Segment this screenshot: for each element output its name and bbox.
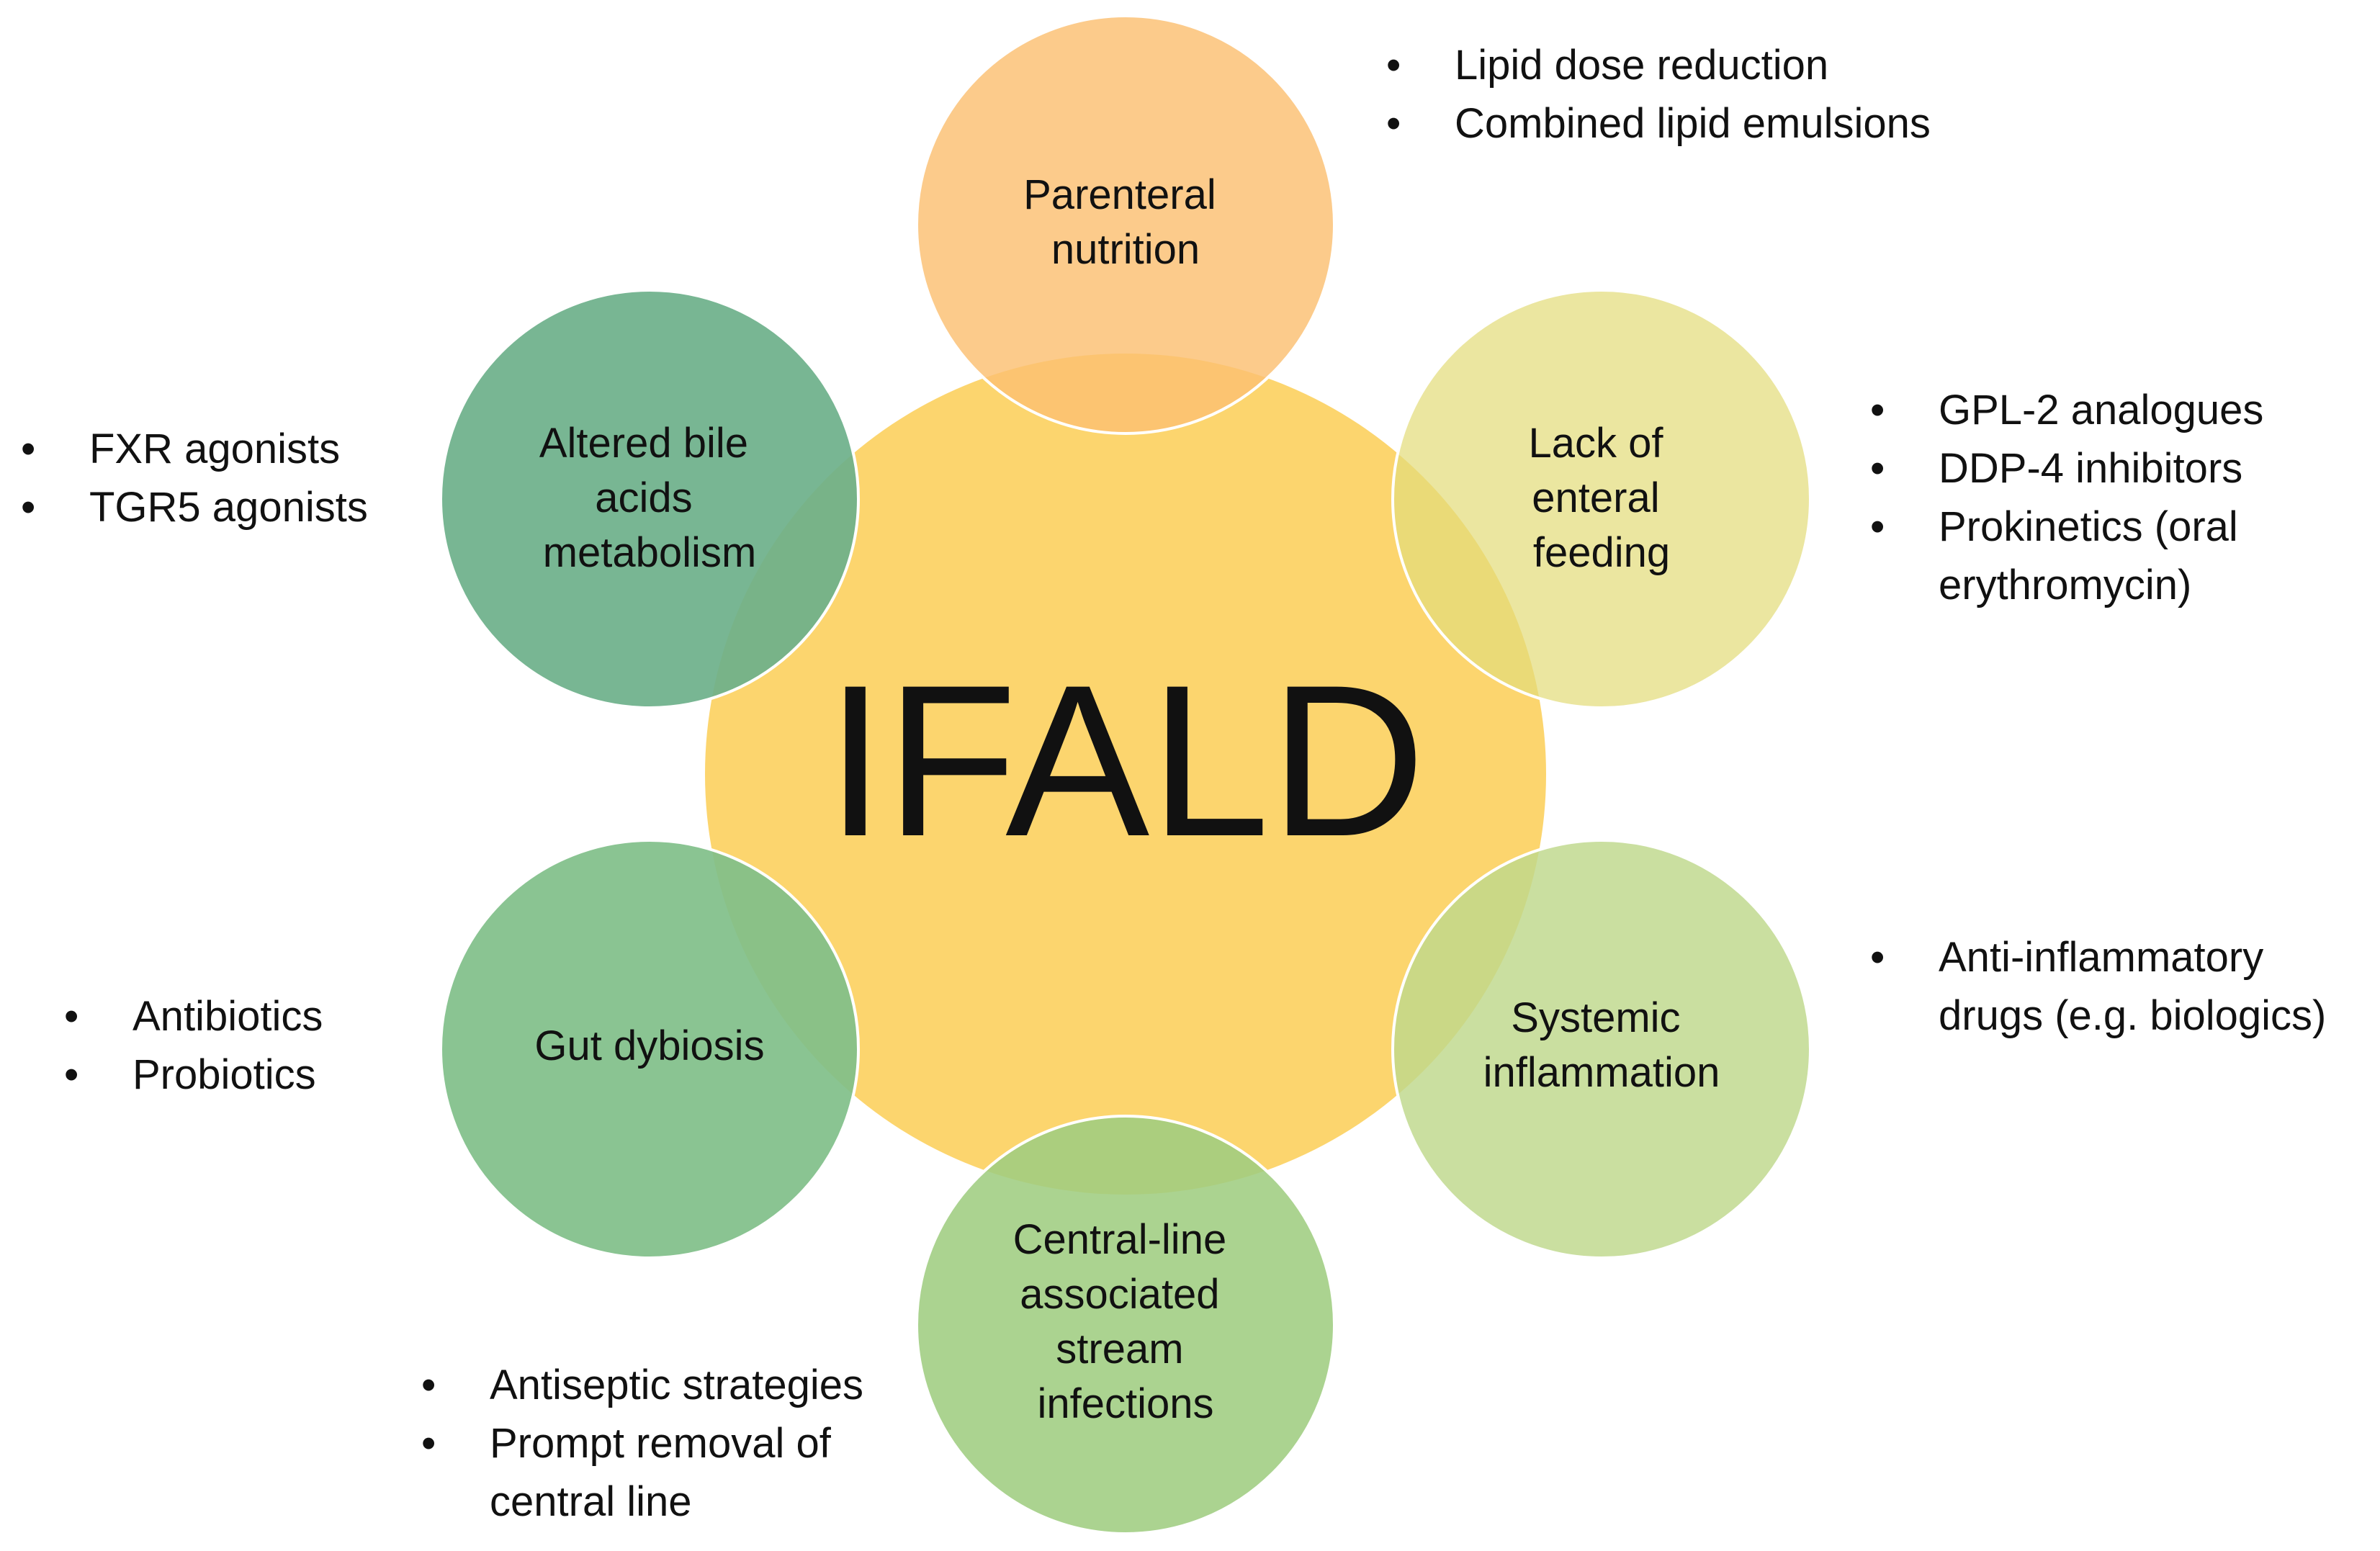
note-item: TGR5 agonists [21, 478, 424, 536]
note-item: Prokinetics (oral erythromycin) [1870, 498, 2378, 614]
note-item: FXR agonists [21, 420, 424, 478]
altered-bile-acids-label: Altered bile acids metabolism [539, 420, 760, 576]
factor-altered-bile-acids: Altered bile acids metabolism [439, 289, 860, 709]
central-line-infections-notes: Antiseptic strategies Prompt removal of … [421, 1356, 951, 1531]
systemic-inflammation-label: Systemic inflammation [1483, 994, 1720, 1096]
note-item: Anti-inflammatory drugs (e.g. biologics) [1870, 928, 2378, 1045]
ifald-center-circle [705, 354, 1546, 1195]
note-item: Combined lipid emulsions [1386, 94, 1948, 153]
note-item: DDP-4 inhibitors [1870, 439, 2378, 498]
parenteral-nutrition-circle [915, 14, 1336, 435]
lack-of-enteral-feeding-notes: GPL-2 analogues DDP-4 inhibitors Prokine… [1870, 381, 2378, 614]
systemic-inflammation-notes: Anti-inflammatory drugs (e.g. biologics) [1870, 928, 2378, 1045]
factor-systemic-inflammation: Systemic inflammation [1391, 839, 1812, 1259]
factor-gut-dybiosis: Gut dybiosis [439, 839, 860, 1259]
note-item: Probiotics [64, 1046, 424, 1104]
factor-parenteral-nutrition: Parenteral nutrition [915, 14, 1336, 435]
parenteral-nutrition-notes: Lipid dose reduction Combined lipid emul… [1386, 36, 1948, 153]
altered-bile-acids-notes: FXR agonists TGR5 agonists [21, 420, 424, 536]
lack-of-enteral-feeding-circle [1391, 289, 1812, 709]
note-item: Lipid dose reduction [1386, 36, 1948, 94]
note-item: Prompt removal of central line [421, 1414, 951, 1531]
gut-dybiosis-label: Gut dybiosis [534, 1022, 764, 1069]
central-line-infections-circle [915, 1115, 1336, 1535]
note-item: Antibiotics [64, 987, 424, 1046]
altered-bile-acids-circle [439, 289, 860, 709]
lack-of-enteral-feeding-label: Lack of enteral feeding [1528, 420, 1674, 576]
parenteral-nutrition-label: Parenteral nutrition [1023, 171, 1228, 273]
gut-dybiosis-circle [439, 839, 860, 1259]
note-item: Antiseptic strategies [421, 1356, 951, 1414]
factor-central-line-infections: Central-line associated stream infection… [915, 1115, 1336, 1535]
note-item: GPL-2 analogues [1870, 381, 2378, 439]
systemic-inflammation-circle [1391, 839, 1812, 1259]
gut-dybiosis-notes: Antibiotics Probiotics [64, 987, 424, 1104]
factor-lack-of-enteral-feeding: Lack of enteral feeding [1391, 289, 1812, 709]
central-line-infections-label: Central-line associated stream infection… [1013, 1216, 1239, 1427]
ifald-label: IFALD [825, 639, 1426, 881]
